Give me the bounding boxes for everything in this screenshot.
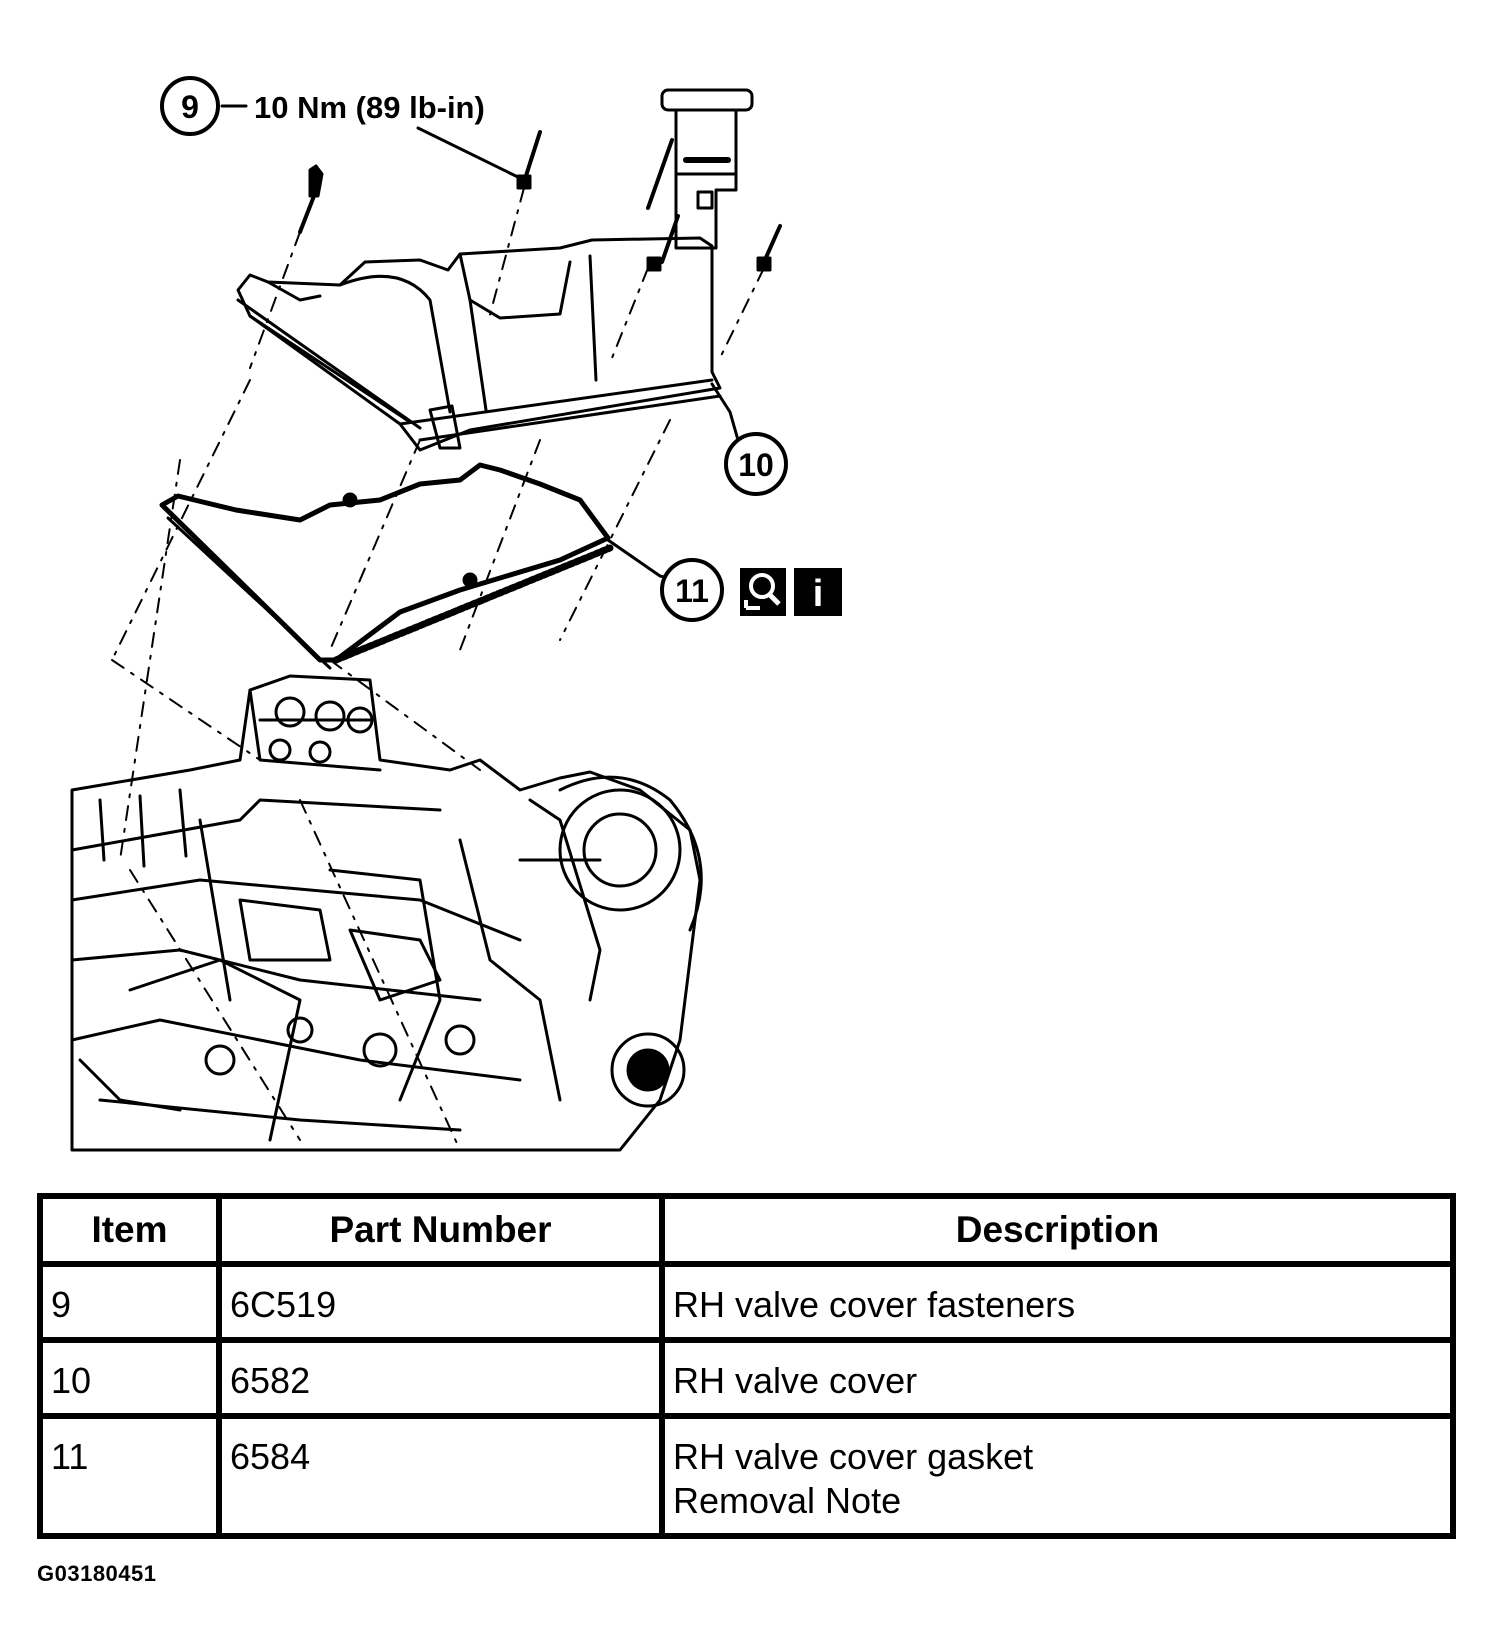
header-part-number: Part Number — [216, 1193, 665, 1267]
info-icon-glyph: i — [813, 573, 824, 615]
callout-10-number: 10 — [738, 447, 774, 483]
cell-part-number: 6582 — [216, 1337, 665, 1419]
table-row: 10 6582 RH valve cover — [37, 1337, 1456, 1419]
description-line: RH valve cover — [673, 1360, 918, 1401]
description-line: RH valve cover gasket — [673, 1436, 1034, 1477]
callout-11: 11 — [660, 558, 724, 622]
cell-item: 9 — [37, 1261, 222, 1343]
cell-part-number: 6584 — [216, 1413, 665, 1539]
valve-cover — [236, 236, 722, 452]
cell-description: RH valve cover fasteners — [659, 1261, 1456, 1343]
cell-item: 11 — [37, 1413, 222, 1539]
header-description: Description — [659, 1193, 1456, 1267]
callout-9-bolt-leader — [416, 126, 526, 182]
callout-11-leader — [606, 538, 670, 580]
engine-block — [70, 674, 703, 1152]
callout-9-number: 9 — [181, 89, 199, 125]
cell-description: RH valve cover — [659, 1337, 1456, 1419]
parts-table: Item Part Number Description 9 6C519 RH … — [37, 1193, 1456, 1539]
callout-11-number: 11 — [675, 573, 709, 609]
alignment-lines — [111, 187, 765, 1151]
callout-10-leader — [710, 382, 740, 442]
table-row: 9 6C519 RH valve cover fasteners — [37, 1261, 1456, 1343]
callout-10: 10 — [724, 432, 788, 496]
exploded-valve-cover-diagram: 9 10 Nm (89 lb-in) 10 11 i — [70, 76, 842, 1152]
cell-description: RH valve cover gasket Removal Note — [659, 1413, 1456, 1539]
oil-fill-cap — [660, 88, 754, 250]
figure-code: G03180451 — [37, 1561, 157, 1586]
table-header-row: Item Part Number Description — [37, 1193, 1456, 1267]
cell-part-number: 6C519 — [216, 1261, 665, 1343]
callout-9-torque: 10 Nm (89 lb-in) — [254, 90, 485, 125]
info-icon: i — [794, 568, 842, 616]
cell-item: 10 — [37, 1337, 222, 1419]
description-line: RH valve cover fasteners — [673, 1284, 1076, 1325]
header-item: Item — [37, 1193, 222, 1267]
valve-cover-gasket — [159, 462, 614, 670]
magnifier-icon — [740, 568, 786, 616]
removal-note-link[interactable]: Removal Note — [673, 1480, 902, 1521]
callout-9: 9 10 Nm (89 lb-in) — [160, 76, 485, 136]
table-row: 11 6584 RH valve cover gasket Removal No… — [37, 1413, 1456, 1539]
